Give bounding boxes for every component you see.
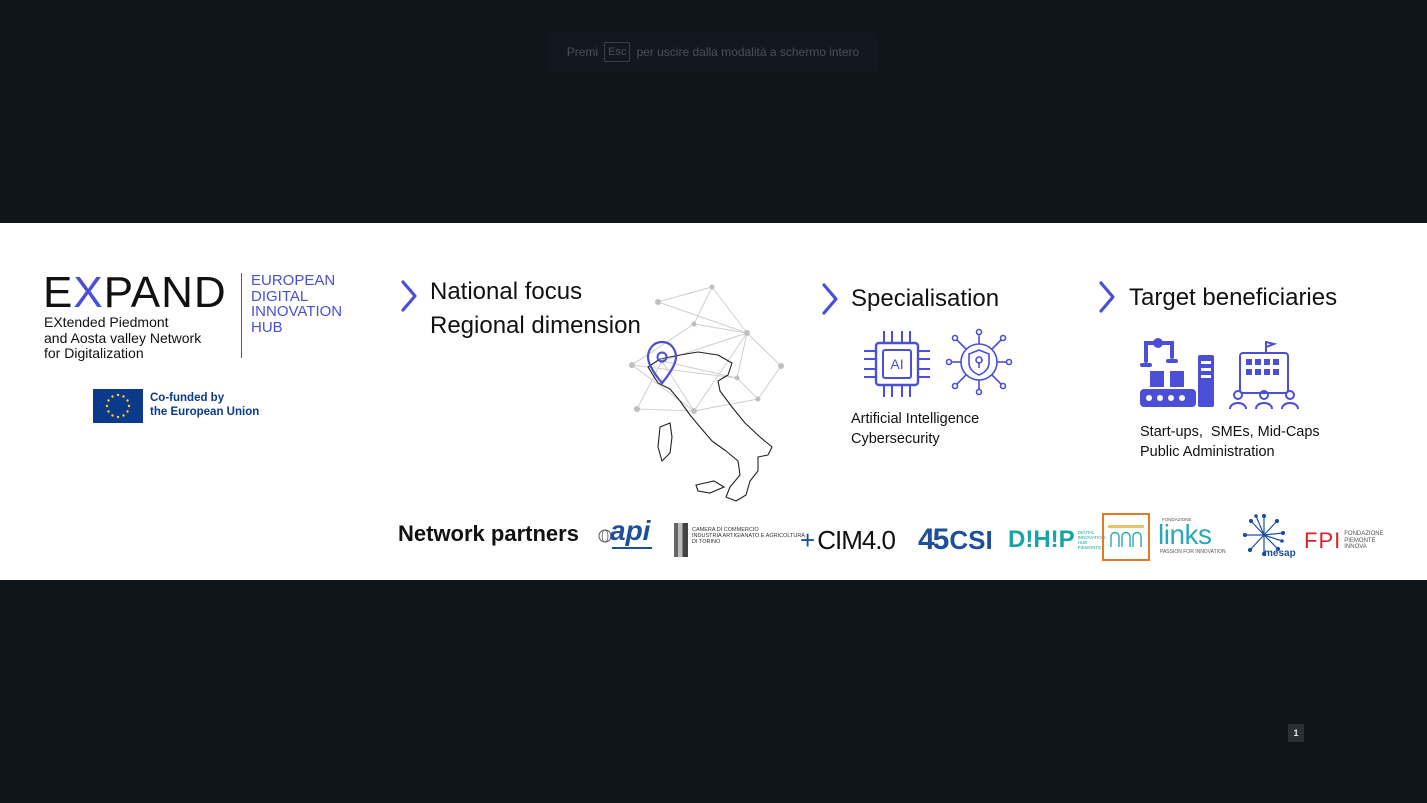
camera-logo-line: CAMERA DI COMMERCIO [692,527,759,533]
mesap-starburst-icon [1242,513,1286,557]
chevron-right-icon [1099,281,1115,313]
camera-commercio-logo: CAMERA DI COMMERCIO INDUSTRIA ARTIGIANAT… [672,523,805,559]
beneficiary-item: Public Administration [1140,444,1275,460]
mesap-logo-text: mesap [1264,548,1296,559]
eu-flag-icon [93,389,143,423]
fullscreen-notice-suffix: per uscire dalla modalità a schermo inte… [636,45,860,59]
cybersecurity-shield-icon [945,328,1013,396]
page-number-badge[interactable]: 1 [1288,724,1304,742]
network-partners-label: Network partners [398,521,579,546]
api-logo: api [598,515,658,559]
specialisation-item: Artificial Intelligence [851,411,980,427]
mesap-logo: mesap [1242,513,1300,561]
esc-key-hint: Esc [604,42,631,62]
expand-wordmark-x: X [73,268,104,317]
chevron-right-icon [401,280,417,312]
arches-partner-logo-icon [1102,513,1150,561]
public-administration-building-icon [1229,341,1299,410]
national-focus-heading: National focus Regional dimension [430,275,641,343]
ai-chip-label: AI [890,356,903,372]
links-logo: FONDAZIONE links PASSION FOR INNOVATION [1158,517,1232,557]
expand-wordmark-pand: PAND [103,268,227,317]
api-logo-text: api [610,515,651,546]
eu-text-line: the European Union [150,406,260,418]
fpi-text-line: PIEMONTE [1344,537,1376,544]
edih-label: EUROPEAN DIGITAL INNOVATION HUB [251,273,371,335]
expand-wordmark: EXPAND [43,271,227,315]
beneficiaries-list: Start-ups, SMEs, Mid-Caps Public Adminis… [1140,422,1320,462]
target-beneficiaries-heading: Target beneficiaries [1129,284,1338,311]
links-tagline: PASSION FOR INNOVATION [1160,549,1226,555]
fullscreen-notice: Premi Esc per uscire dalla modalità a sc… [548,33,878,71]
logo-divider [241,273,242,358]
fpi-logo: FPI FONDAZIONE PIEMONTE INNOVA [1304,527,1384,555]
cim40-logo-text: CIM4.0 [817,524,896,555]
dihp-small-line: DIGITAL [1077,530,1095,535]
presentation-slide: EXPAND EXtended Piedmont and Aosta valle… [0,223,1427,580]
specialisation-item: Cybersecurity [851,431,940,447]
beneficiary-item: Start-ups, SMEs, Mid-Caps [1140,424,1320,440]
edih-line: INNOVATION [251,303,343,320]
fpi-logo-text: FPI [1304,528,1342,553]
national-focus-line: National focus [430,278,583,305]
csi-logo: 45 CSI [918,521,993,559]
ai-chip-icon: AI [864,331,930,397]
edih-line: DIGITAL [251,287,309,305]
dihp-logo-text: D!H!P [1008,526,1075,553]
plus-icon: + [800,524,816,555]
expand-subtitle-line: EXtended Piedmont [44,314,169,330]
dihp-small-line: HUB [1077,540,1088,545]
regional-dimension-line: Regional dimension [430,312,641,339]
links-small-label: FONDAZIONE [1162,517,1192,522]
expand-subtitle-line: and Aosta valley Network [44,329,202,346]
dihp-small-line: PIEMONTE [1077,545,1102,550]
edih-line: HUB [251,318,283,336]
expand-subtitle-line: for Digitalization [44,345,144,361]
cim40-logo: + CIM4.0 [800,523,896,557]
api-globe-icon [598,529,612,543]
camera-logo-line: DI TORINO [692,539,721,545]
dihp-logo: D!H!P DIGITAL INNOVATION HUB PIEMONTE [1008,523,1105,557]
specialisation-list: Artificial Intelligence Cybersecurity [851,409,979,449]
camera-logo-line: INDUSTRIA ARTIGIANATO E AGRICOLTURA [692,533,805,539]
fpi-text-line: FONDAZIONE [1344,531,1384,538]
factory-robot-icon [1140,338,1214,407]
italy-network-map-icon [629,284,784,502]
expand-wordmark-e: E [43,268,74,317]
fullscreen-notice-prefix: Premi [566,45,599,59]
fpi-text-line: INNOVA [1344,544,1367,551]
dihp-small-line: INNOVATION [1077,535,1105,540]
specialisation-heading: Specialisation [851,285,1000,312]
eu-cofunded-text: Co-funded by the European Union [150,391,259,419]
links-logo-text: links [1158,519,1212,550]
eu-text-line: Co-funded by [150,392,225,404]
camera-logo-mark [674,523,688,557]
expand-subtitle: EXtended Piedmont and Aosta valley Netwo… [44,314,234,362]
edih-line: EUROPEAN [251,272,336,289]
csi-anniversary-number: 45 [918,523,949,556]
csi-logo-text: CSI [949,524,993,555]
chevron-right-icon [822,283,838,315]
api-logo-underline [612,547,652,557]
